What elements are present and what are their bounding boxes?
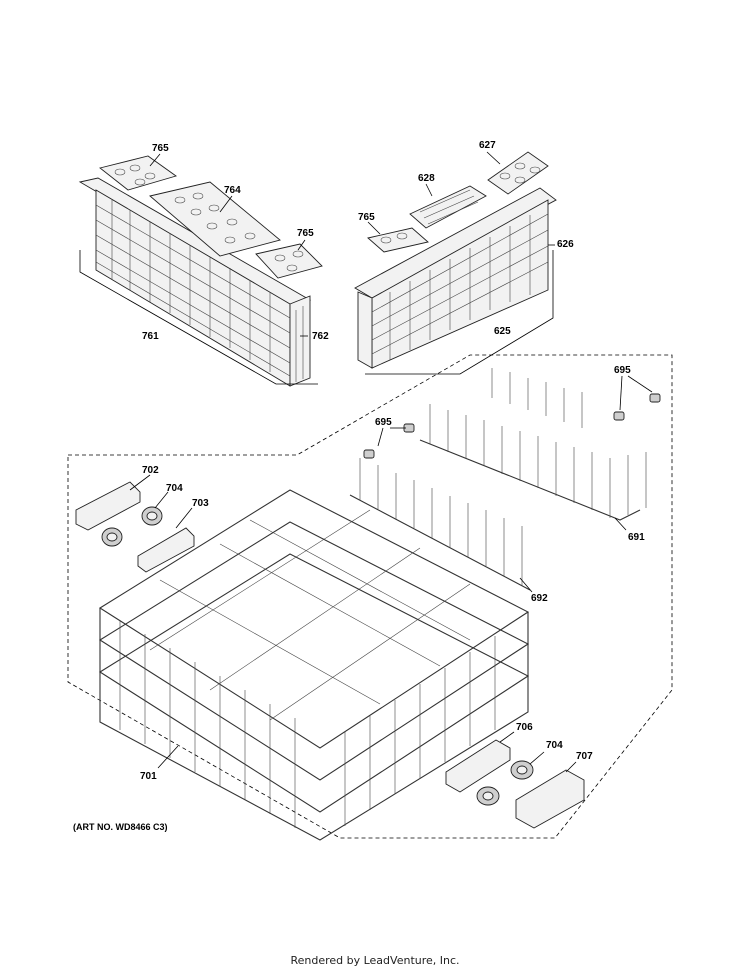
art-number: (ART NO. WD8466 C3)	[73, 822, 168, 832]
callout-707: 707	[576, 751, 593, 762]
callout-695-b: 695	[614, 365, 631, 376]
callout-692: 692	[531, 593, 548, 604]
callout-764: 764	[224, 185, 241, 196]
callout-703: 703	[192, 498, 209, 509]
rack-assembly-boundary	[67, 354, 673, 839]
silverware-basket-right	[354, 151, 557, 375]
callout-765-b: 765	[297, 228, 314, 239]
callout-761: 761	[142, 331, 159, 342]
silverware-basket-left	[78, 155, 323, 387]
callout-626: 626	[557, 239, 574, 250]
callout-627: 627	[479, 140, 496, 151]
callout-762: 762	[312, 331, 329, 342]
callout-695-a: 695	[375, 417, 392, 428]
lower-rack-basket	[98, 489, 530, 841]
callout-706: 706	[516, 722, 533, 733]
callout-765-c: 765	[358, 212, 375, 223]
callout-704-a: 704	[166, 483, 183, 494]
callout-765-a: 765	[152, 143, 169, 154]
callout-leaders	[129, 151, 653, 773]
tine-rows	[349, 368, 661, 591]
callout-691: 691	[628, 532, 645, 543]
rack-wheels-lower	[445, 739, 585, 829]
rack-wheels-upper	[75, 481, 195, 573]
footer-credit: Rendered by LeadVenture, Inc.	[290, 954, 460, 967]
callout-702: 702	[142, 465, 159, 476]
callout-625: 625	[494, 326, 511, 337]
callout-628: 628	[418, 173, 435, 184]
callout-701: 701	[140, 771, 157, 782]
callout-704-b: 704	[546, 740, 563, 751]
